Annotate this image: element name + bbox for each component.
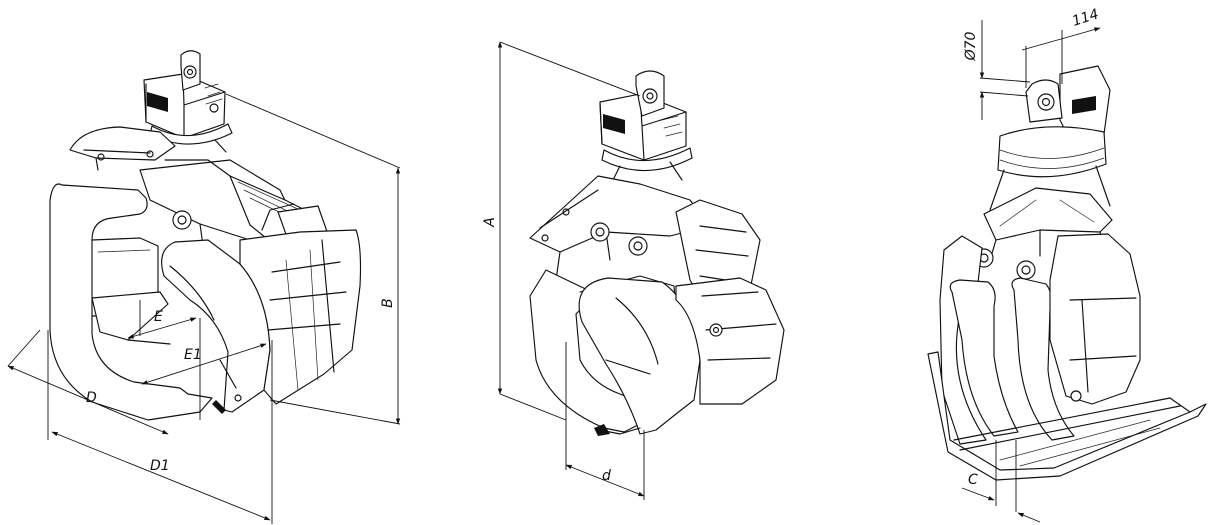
dimensions-middle: A d (482, 41, 645, 500)
label-d1: D1 (150, 458, 170, 474)
ext-line-b-top (225, 93, 401, 169)
leader-c-left (961, 487, 995, 501)
label-a: A (482, 217, 498, 228)
label-d: D (86, 390, 97, 406)
dim-line-d-small (565, 464, 645, 497)
leader-c-right (1017, 512, 1041, 523)
grapple-left-drawing (49, 50, 362, 421)
rotator-right (989, 65, 1111, 211)
rotator-left (143, 50, 233, 157)
dim-line-114 (1021, 27, 1101, 51)
dimensions-right: Ø70 114 C (961, 6, 1101, 523)
ext-line-d-top (7, 329, 41, 367)
ext-line-a-top (499, 41, 641, 97)
ext-line-phi70-bottom (979, 91, 1029, 97)
tine-front-1 (949, 279, 1019, 437)
tine-front-2 (1011, 277, 1075, 441)
ext-line-b-bottom (269, 399, 401, 425)
dimensions-left: B E E1 D D1 (7, 93, 401, 524)
label-phi70: Ø70 (963, 31, 979, 61)
jaw-back-left (69, 126, 176, 161)
ext-line-phi70-top (979, 77, 1031, 83)
label-114: 114 (1070, 6, 1100, 29)
label-b: B (380, 298, 396, 308)
grapple-right-drawing (927, 65, 1207, 481)
rotator-middle (599, 70, 693, 187)
dim-line-d (7, 365, 169, 435)
dim-line-d1 (51, 431, 271, 521)
jaw-rear-right (1049, 233, 1141, 405)
bottom-plate-right (927, 351, 1207, 481)
label-e: E (154, 309, 163, 325)
grapple-middle-drawing (529, 70, 785, 436)
dim-line-e (127, 317, 197, 339)
label-d-small: d (602, 468, 611, 484)
label-c: C (968, 472, 978, 488)
label-e1: E1 (184, 347, 202, 363)
frame-right (983, 187, 1113, 241)
jaw-outer-middle (529, 269, 645, 433)
ext-line-a-bottom (499, 393, 567, 421)
